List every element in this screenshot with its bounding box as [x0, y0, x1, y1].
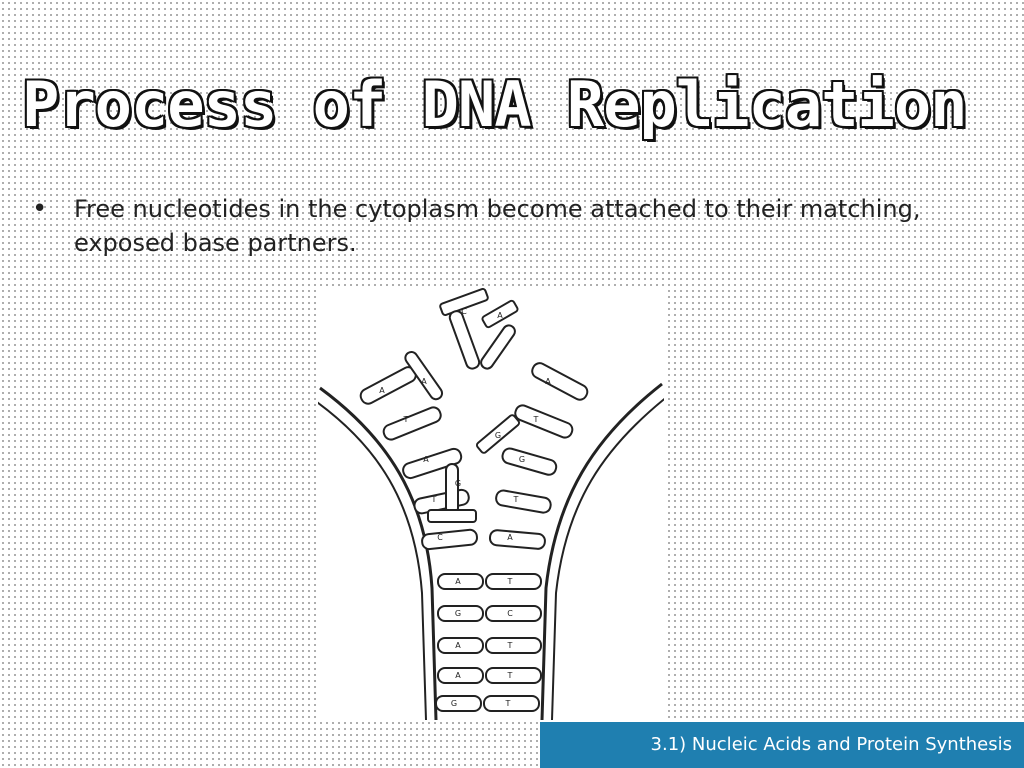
- base-pair-bar: [485, 667, 542, 684]
- base-label: A: [455, 671, 461, 680]
- free-nucleotide: [427, 509, 477, 523]
- footer-label: 3.1) Nucleic Acids and Protein Synthesis: [650, 734, 1012, 755]
- footer-bar: 3.1) Nucleic Acids and Protein Synthesis: [540, 722, 1024, 768]
- base-pair-bar: [485, 637, 542, 654]
- base-label: G: [455, 479, 461, 488]
- exposed-base: [359, 366, 417, 405]
- base-label: T: [431, 495, 437, 504]
- exposed-base: [382, 406, 442, 441]
- exposed-base: [421, 528, 478, 551]
- free-nucleotide: [439, 288, 489, 317]
- exposed-base: [402, 447, 463, 480]
- bullet-list: • Free nucleotides in the cytoplasm beco…: [30, 192, 930, 260]
- base-label: A: [379, 386, 385, 395]
- free-nucleotide: [475, 414, 521, 454]
- exposed-base: [531, 362, 589, 401]
- base-label: G: [495, 431, 501, 440]
- bullet-text: Free nucleotides in the cytoplasm become…: [74, 195, 921, 257]
- base-label: T: [507, 577, 513, 586]
- base-label: T: [513, 495, 519, 504]
- dna-replication-diagram: A T A T C G A T G T A A T G C A T A T G …: [318, 288, 664, 720]
- base-pair-bar: [437, 605, 484, 622]
- base-label: A: [545, 377, 551, 386]
- exposed-base: [495, 489, 552, 514]
- base-label: G: [455, 609, 461, 618]
- base-label: A: [421, 377, 427, 386]
- left-backbone-inner: [318, 401, 427, 720]
- right-backbone: [540, 382, 663, 720]
- free-nucleotide: [448, 310, 481, 370]
- free-nucleotide: [481, 299, 519, 329]
- free-nucleotide: [404, 350, 444, 401]
- free-nucleotide: [445, 463, 459, 515]
- base-label: C: [507, 609, 513, 618]
- base-label: G: [451, 699, 457, 708]
- base-label: A: [455, 577, 461, 586]
- base-pair-bar: [435, 695, 482, 712]
- base-label: T: [505, 699, 511, 708]
- bullet-marker: •: [32, 194, 48, 224]
- base-label: A: [507, 533, 513, 542]
- exposed-base: [501, 447, 558, 476]
- bullet-item: • Free nucleotides in the cytoplasm beco…: [30, 192, 930, 260]
- base-pair-bar: [437, 573, 484, 590]
- base-pair-bar: [485, 605, 542, 622]
- base-pair-bar: [437, 637, 484, 654]
- dna-replication-figure: A T A T C G A T G T A A T G C A T A T G …: [318, 288, 664, 720]
- base-label: A: [497, 311, 503, 320]
- base-label: C: [461, 307, 467, 316]
- base-pair-bar: [485, 573, 542, 590]
- right-backbone-inner: [551, 398, 664, 720]
- exposed-base: [514, 404, 574, 439]
- base-pair-bar: [483, 695, 540, 712]
- base-label: A: [423, 455, 429, 464]
- base-label: T: [507, 641, 513, 650]
- base-pair-bar: [437, 667, 484, 684]
- exposed-base: [488, 529, 546, 550]
- base-label: T: [507, 671, 513, 680]
- slide-title: Process of DNA Replication: [22, 68, 968, 141]
- left-backbone: [319, 386, 438, 720]
- base-label: T: [533, 415, 539, 424]
- free-nucleotide: [480, 324, 516, 370]
- base-label: C: [437, 533, 443, 542]
- base-label: T: [403, 415, 409, 424]
- base-label: A: [455, 641, 461, 650]
- base-label: G: [519, 455, 525, 464]
